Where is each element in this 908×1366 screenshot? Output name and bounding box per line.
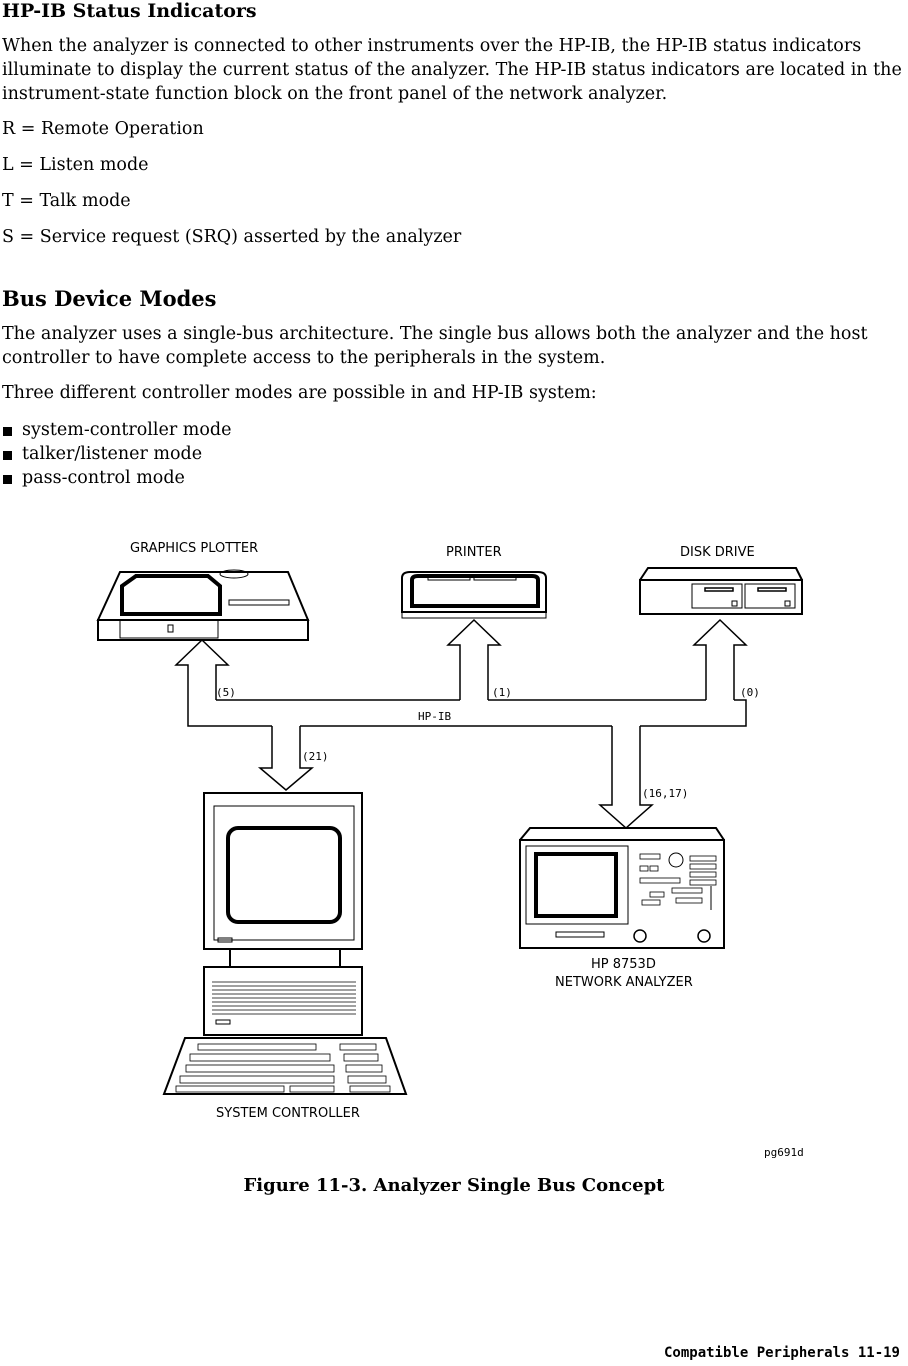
page-footer: Compatible Peripherals 11-19: [663, 1345, 900, 1361]
bus-architecture-paragraph: The analyzer uses a single-bus architect…: [2, 324, 868, 368]
analyzer-type-label: NETWORK ANALYZER: [555, 975, 693, 990]
disk-drive-illustration: [639, 567, 803, 615]
list-item: system-controller mode: [2, 418, 231, 442]
indicator-listen: L = Listen mode: [2, 155, 149, 175]
plotter-label: GRAPHICS PLOTTER: [130, 541, 258, 556]
controller-modes-list: system-controller mode talker/listener m…: [2, 418, 231, 490]
indicator-remote: R = Remote Operation: [2, 119, 204, 139]
controller-address: (21): [302, 750, 329, 763]
controller-label: SYSTEM CONTROLLER: [216, 1106, 360, 1121]
list-item: talker/listener mode: [2, 442, 231, 466]
indicator-service-request: S = Service request (SRQ) asserted by th…: [2, 227, 462, 247]
figure-id: pg691d: [764, 1146, 804, 1159]
indicator-talk: T = Talk mode: [2, 191, 131, 211]
printer-label: PRINTER: [446, 545, 502, 560]
intro-paragraph: When the analyzer is connected to other …: [2, 36, 902, 104]
figure-caption: Figure 11-3. Analyzer Single Bus Concept: [243, 1175, 665, 1196]
plotter-illustration: [96, 569, 310, 641]
disk-drive-label: DISK DRIVE: [680, 545, 755, 560]
section-title-hpib-status: HP-IB Status Indicators: [2, 0, 257, 22]
disk-address: (0): [740, 686, 760, 699]
bus-label: HP-IB: [418, 710, 451, 723]
list-item: pass-control mode: [2, 466, 231, 490]
analyzer-address: (16,17): [642, 787, 688, 800]
system-controller-illustration: [162, 792, 408, 1095]
plotter-address: (5): [216, 686, 236, 699]
analyzer-model-label: HP 8753D: [591, 957, 656, 972]
network-analyzer-illustration: [519, 827, 725, 949]
section-title-bus-device-modes: Bus Device Modes: [2, 286, 217, 311]
single-bus-diagram: GRAPHICS PLOTTER PRINTER DISK DRIVE SYST…: [96, 541, 804, 1159]
printer-illustration: [401, 571, 547, 619]
printer-address: (1): [492, 686, 512, 699]
controller-modes-intro: Three different controller modes are pos…: [2, 383, 597, 403]
